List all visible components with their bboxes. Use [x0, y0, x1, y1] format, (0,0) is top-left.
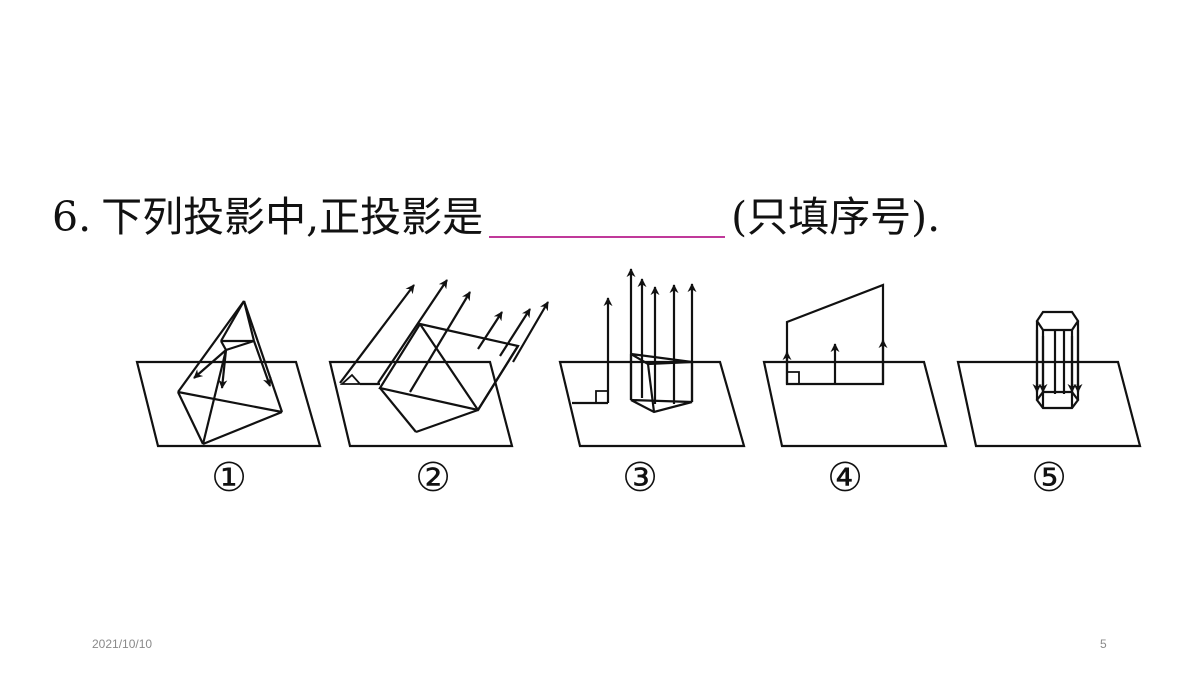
figure-2-label: ②: [415, 455, 451, 501]
question-instruction: (只填序号).: [731, 193, 941, 241]
projection-figures: ① ② ③ ④ ⑤: [135, 268, 1142, 501]
projection-plane-1: [135, 360, 322, 448]
question-number: 6.: [52, 193, 92, 241]
question-text: 6. 下列投影中,正投影是 (只填序号).: [52, 178, 940, 238]
page-number: 5: [1100, 637, 1107, 651]
projection-plane-4: [762, 360, 948, 448]
figure-2-diagram: [328, 279, 549, 448]
footer-date: 2021/10/10: [92, 637, 153, 651]
figure-3-label: ③: [622, 455, 658, 501]
figure-5-label: ⑤: [1031, 455, 1067, 501]
question-stem: 下列投影中,正投影是: [101, 193, 484, 241]
answer-blank[interactable]: [489, 230, 726, 238]
figure-1-diagram: [135, 300, 322, 448]
figure-5-diagram: [956, 310, 1142, 448]
projection-plane-3: [558, 360, 746, 448]
figure-4-diagram: [762, 283, 948, 448]
figure-4-label: ④: [827, 455, 863, 501]
projection-plane-2: [328, 360, 514, 448]
figure-1-label: ①: [211, 455, 247, 501]
figure-3-diagram: [558, 268, 746, 448]
projection-plane-5: [956, 360, 1142, 448]
